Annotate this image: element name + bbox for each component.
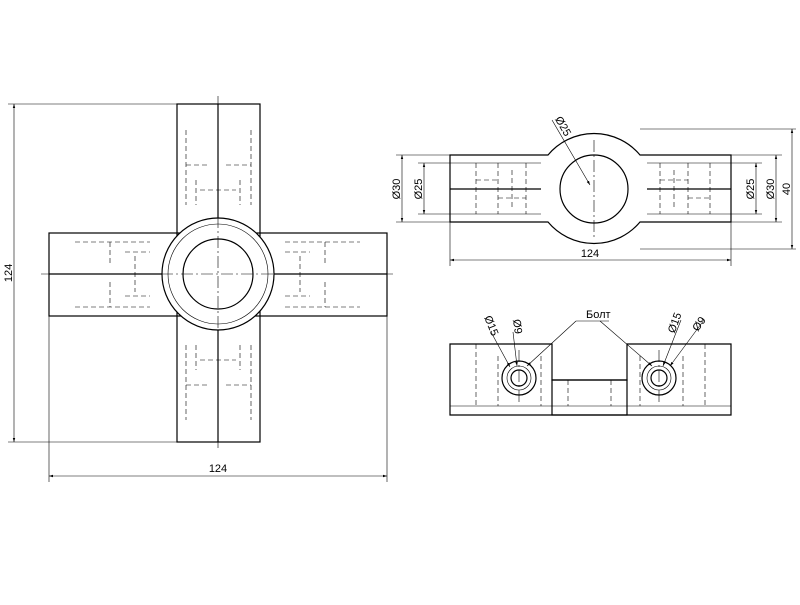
bottom-right-hole-leaders: Ø15 Ø9 (662, 311, 709, 367)
front-height-label: 124 (3, 264, 15, 282)
upper-arm-hidden-lines (185, 130, 252, 205)
bottom-view: Ø15 Ø9 Ø15 Ø9 Болт (449, 309, 732, 416)
front-width-dimension: 124 (48, 316, 388, 482)
front-width-label: 124 (209, 463, 227, 475)
bottom-center-block (551, 379, 628, 416)
top-hidden-lines (475, 163, 711, 214)
bottom-left-hole-label: Ø9 (510, 318, 524, 334)
left-arm-hidden-lines (75, 241, 150, 308)
top-left-inner-diameter-label: Ø25 (413, 179, 425, 200)
bottom-right-hole (641, 350, 677, 405)
top-left-outer-diameter-label: Ø30 (391, 179, 403, 200)
top-right-diameter-dimensions: Ø25 Ø30 40 (640, 128, 796, 250)
top-right-inner-diameter-label: Ø25 (745, 179, 757, 200)
bottom-left-hole (501, 350, 537, 405)
top-length-dimension: 124 (449, 222, 732, 266)
top-view: Ø25 Ø30 Ø25 Ø25 Ø30 40 (391, 114, 796, 266)
bottom-right-hole-label: Ø9 (690, 315, 708, 334)
bottom-left-counterbore-label: Ø15 (481, 314, 500, 338)
top-length-label: 124 (581, 248, 599, 260)
bottom-right-counterbore-label: Ø15 (666, 311, 684, 335)
front-view: 124 124 (3, 96, 395, 482)
bottom-hidden-lines (475, 344, 706, 406)
bottom-left-hole-leaders: Ø15 Ø9 (481, 314, 524, 368)
top-left-diameter-dimensions: Ø30 Ø25 (391, 154, 450, 223)
top-bore-diameter-label: Ø25 (552, 114, 573, 138)
bolt-label: Болт (586, 309, 611, 321)
front-height-dimension: 124 (3, 103, 177, 443)
top-height-label: 40 (781, 183, 793, 195)
right-arm-hidden-lines (285, 241, 360, 308)
bolt-callout: Болт (526, 309, 653, 367)
top-right-outer-diameter-label: Ø30 (765, 179, 777, 200)
